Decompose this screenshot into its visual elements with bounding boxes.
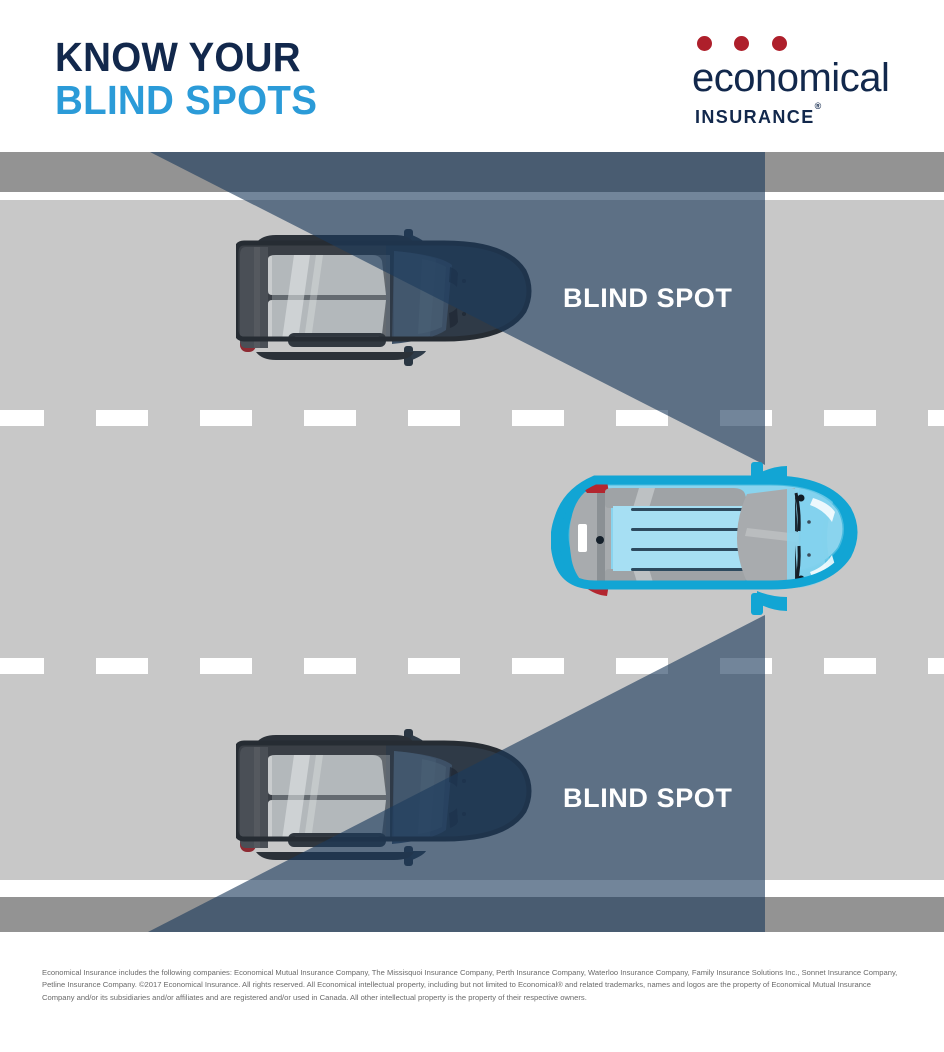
footer: Economical Insurance includes the follow… — [0, 932, 944, 1052]
logo-subtext: INSURANCE® — [695, 102, 823, 127]
legal-disclaimer: Economical Insurance includes the follow… — [42, 968, 898, 1002]
logo-dot-icon — [771, 36, 787, 51]
road-scene: BLIND SPOT BLIND SPOT — [0, 152, 944, 932]
header: KNOW YOUR BLIND SPOTS economical INSURAN… — [0, 0, 944, 152]
logo-subtext-label: INSURANCE — [695, 107, 815, 127]
logo-dots-icon — [697, 36, 805, 56]
blind-spot-label-upper: BLIND SPOT — [563, 283, 733, 313]
title-line-primary: KNOW YOUR — [55, 34, 301, 80]
ego-vehicle — [550, 462, 869, 615]
page-title: KNOW YOUR BLIND SPOTS — [55, 34, 334, 123]
title-line-secondary: BLIND SPOTS — [55, 76, 318, 123]
logo-dot-icon — [697, 36, 712, 51]
ego-car-icon — [550, 462, 858, 615]
lane-divider-dashes-upper — [0, 410, 944, 426]
logo-wordmark: economical — [692, 56, 890, 100]
lane-divider-dashes-lower — [0, 658, 944, 674]
blind-spot-label-lower: BLIND SPOT — [563, 783, 733, 813]
registered-trademark-icon: ® — [814, 101, 823, 111]
logo-dot-icon — [734, 36, 750, 51]
economical-insurance-logo: economical INSURANCE® — [692, 36, 924, 131]
